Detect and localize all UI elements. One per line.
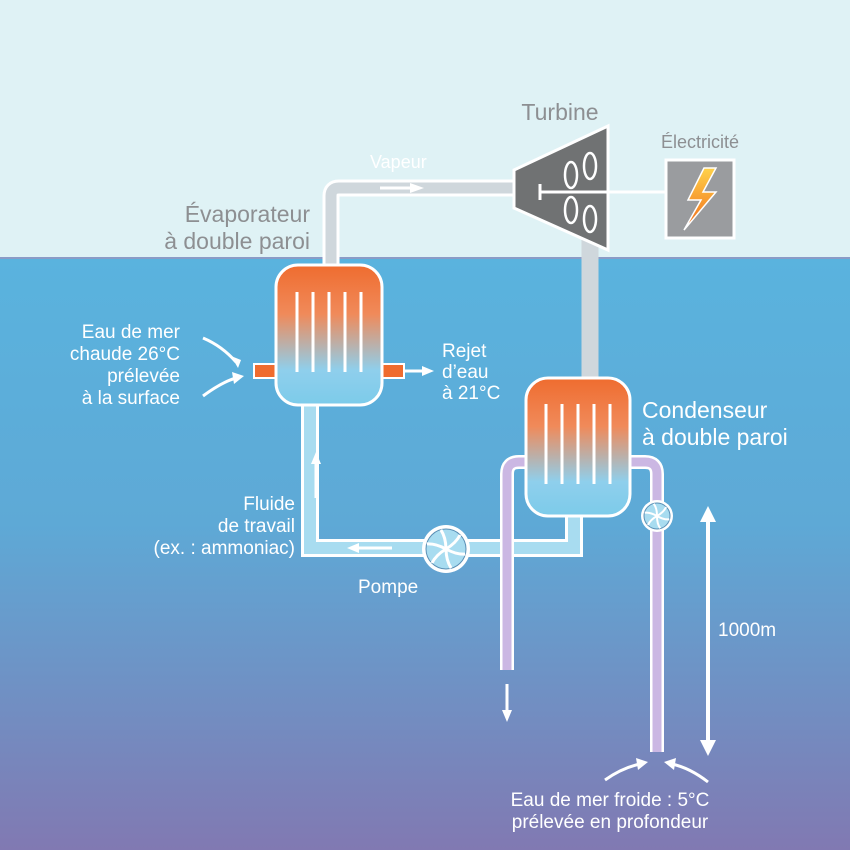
cold-water-label-line2: prélevée en profondeur xyxy=(511,812,709,833)
vapor-arrow xyxy=(380,183,424,193)
cold-water-outlet-arrow xyxy=(502,684,512,722)
cold-water-label-line1: Eau de mer froide : 5°C xyxy=(510,790,710,811)
depth-arrow xyxy=(700,506,716,756)
condenser-label: Condenseur à double paroi xyxy=(642,397,788,451)
discharge-label-line3: à 21°C xyxy=(442,383,501,404)
working-fluid-label-line3: (ex. : ammoniac) xyxy=(153,538,295,559)
working-fluid-label-line2: de travail xyxy=(217,516,295,537)
condenser-label-line2: à double paroi xyxy=(642,424,788,450)
warm-water-label-line2: chaude 26°C xyxy=(69,344,180,365)
discharge-arrow xyxy=(404,366,434,376)
evaporator-label-line2: à double paroi xyxy=(164,228,310,254)
pump-label: Pompe xyxy=(358,577,419,598)
cold-water-intake-arrows xyxy=(604,758,709,784)
electricity-label: Électricité xyxy=(660,132,740,152)
condenser-label-line1: Condenseur xyxy=(642,397,768,423)
working-fluid-label: Fluide de travail (ex. : ammoniac) xyxy=(100,494,295,560)
depth-label: 1000m xyxy=(718,620,777,641)
warm-water-label: Eau de mer chaude 26°C prélevée à la sur… xyxy=(20,322,180,410)
lightning-bolt-icon xyxy=(664,158,736,240)
discharge-label-line1: Rejet xyxy=(442,341,487,362)
condenser xyxy=(524,376,632,518)
cold-water-label: Eau de mer froide : 5°C prélevée en prof… xyxy=(450,790,770,834)
discharge-label-line2: d’eau xyxy=(442,362,489,383)
evaporator-label-line1: Évaporateur xyxy=(184,201,310,227)
turbine-fan-icon xyxy=(512,123,610,253)
evaporator-label: Évaporateur à double paroi xyxy=(110,201,310,255)
working-fluid-label-line1: Fluide xyxy=(243,494,295,515)
fluid-arrow-up xyxy=(311,452,321,498)
warm-water-intake-arrows xyxy=(202,336,244,398)
warm-water-label-line4: à la surface xyxy=(81,388,180,409)
pump-icon xyxy=(422,525,470,573)
warm-water-label-line3: prélevée xyxy=(107,366,180,387)
warm-water-label-line1: Eau de mer xyxy=(81,322,180,343)
discharge-label: Rejet d’eau à 21°C xyxy=(442,341,500,404)
fluid-arrow-left xyxy=(347,543,392,553)
vapor-label: Vapeur xyxy=(370,152,427,172)
cold-water-pump-icon xyxy=(641,500,673,532)
turbine-label: Turbine xyxy=(521,99,599,125)
evaporator xyxy=(274,263,384,407)
